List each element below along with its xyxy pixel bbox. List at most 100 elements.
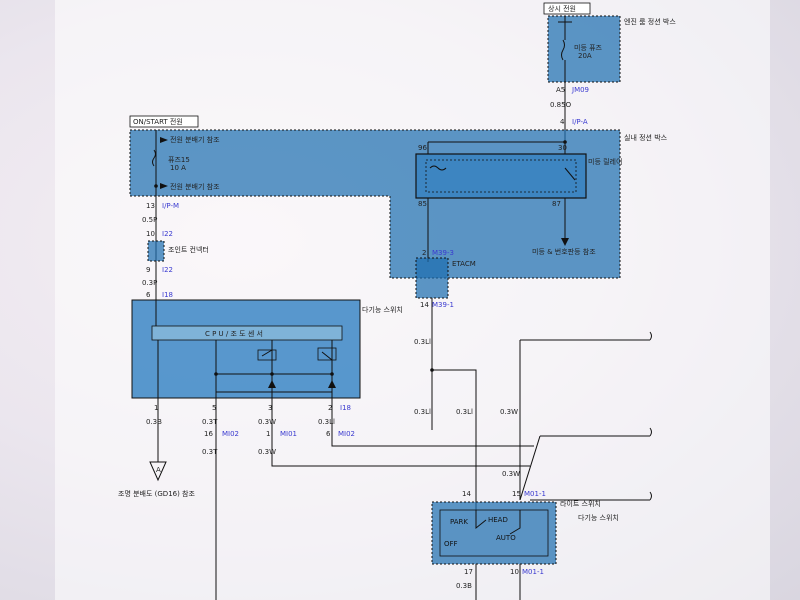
conn-m01b-label: M01-1 (522, 568, 544, 576)
etacm-label: ETACM (452, 260, 476, 268)
conn-mi02b-label: MI02 (338, 430, 355, 438)
pin-6-label: 6 (146, 291, 151, 299)
inpanel-top-ref: 전원 분배기 참조 (170, 135, 220, 144)
conn-i18b-label: I18 (340, 404, 351, 412)
ground-a-label: A (156, 466, 161, 474)
pin-17-label: 17 (464, 568, 473, 576)
etacm-box (415, 257, 449, 299)
pin-87-label: 87 (552, 200, 561, 208)
wire-03w-a-label: 0.3W (258, 418, 276, 426)
pin-16-label: 16 (204, 430, 213, 438)
mod-pin-3-label: 3 (268, 404, 272, 412)
mod-pin-5-label: 5 (212, 404, 216, 412)
conn-m39-1-label: M39-1 (432, 301, 454, 309)
light-switch-label: 라이트 스위치 (560, 499, 601, 508)
joint-connector (147, 240, 165, 262)
conn-m39-3-label: M39-3 (432, 249, 454, 257)
light-switch-box (431, 501, 557, 565)
module-internal-wires (157, 340, 333, 398)
pin-1b-label: 1 (266, 430, 270, 438)
switch-inner (439, 509, 549, 557)
tail-relay-inner (425, 159, 577, 193)
ground-ref-label: 조명 분배도 (GD16) 참조 (118, 489, 195, 498)
cpu-label: C P U / 조 도 센 서 (205, 329, 263, 338)
wire-03b-a-label: 0.3B (146, 418, 162, 426)
mod-pin-1-label: 1 (154, 404, 158, 412)
wire-03li-c-label: 0.3Ll (414, 408, 431, 416)
break-mark-2 (649, 427, 652, 437)
module-label: 다기능 스위치 (362, 305, 403, 314)
wire-03li-b (331, 398, 534, 447)
wire-03w-c-label: 0.3W (258, 448, 276, 456)
diode-2 (328, 380, 336, 388)
conn-mi02a-label: MI02 (222, 430, 239, 438)
inpanel-arrow-top (160, 137, 168, 143)
diode-1 (268, 380, 276, 388)
conn-ipm-label: I/P-M (162, 202, 179, 210)
break-mark-1 (649, 331, 652, 341)
lamp-ref-label: 미등 & 번호판등 참조 (532, 247, 596, 256)
head-label: HEAD (488, 516, 508, 524)
junction-dot (154, 184, 158, 188)
engine-fuse-box-label: 엔진 룸 정션 박스 (624, 17, 676, 26)
pin-14a-label: 14 (420, 301, 429, 309)
pin-30-label: 30 (558, 144, 567, 152)
fuse-15-label: 퓨즈15 (168, 156, 190, 164)
wire-03li-b-label: 0.3Ll (318, 418, 335, 426)
hot-on-start-tag (129, 115, 199, 128)
module-dot-3 (330, 372, 334, 376)
mod-pin-2-label: 2 (328, 404, 332, 412)
wire-03p-label: 0.3P (142, 279, 157, 287)
pin-96-label: 96 (418, 144, 427, 152)
conn-ipa-label: I/P-A (572, 118, 588, 126)
wire-03w-b-label: 0.3W (500, 408, 518, 416)
hot-always-label: 상시 전원 (548, 4, 576, 13)
wire-03w-a (271, 398, 530, 467)
switch-contacts (475, 510, 521, 535)
hot-on-start-label: ON/START 전원 (133, 117, 183, 126)
conn-i18-label: I18 (162, 291, 173, 299)
cpu-block (151, 325, 343, 341)
wire-03li-a-label: 0.3Ll (414, 338, 431, 346)
wire-diag (519, 435, 541, 501)
conn-jm09-label: JM09 (571, 86, 589, 94)
pin-4-label: 4 (560, 118, 565, 126)
transistor-2 (317, 347, 337, 361)
pin-15-label: 15 (512, 490, 521, 498)
wire-03li-c (432, 369, 477, 510)
relay-label: 미등 릴레이 (588, 157, 622, 166)
pin-85-label: 85 (418, 200, 427, 208)
conn-m01-label: M01-1 (524, 490, 546, 498)
pin-9-label: 9 (146, 266, 150, 274)
engine-fuse-box (547, 15, 621, 83)
pin-10-label: 10 (146, 230, 155, 238)
lamp-arrow (561, 238, 569, 246)
pin-13-label: 13 (146, 202, 155, 210)
auto-label: AUTO (496, 534, 516, 542)
module-internal-paths (216, 349, 333, 393)
fuse-defog-symbol (561, 16, 566, 82)
pin-2-label: 2 (422, 249, 426, 257)
module-dot-1 (214, 372, 218, 376)
pin-10b-label: 10 (510, 568, 519, 576)
inpanel-arrow-bottom (160, 183, 168, 189)
tail-relay-box (415, 153, 587, 199)
break-mark-3 (649, 491, 652, 501)
conn-mi01a-label: MI01 (280, 430, 297, 438)
wire-085o-label: 0.85O (550, 101, 572, 109)
switch-side-label: 다기능 스위치 (578, 513, 619, 522)
hot-always-tag (543, 2, 591, 15)
inpanel-bottom-ref: 전원 분배기 참조 (170, 182, 220, 191)
wire-03w-d-label: 0.3W (502, 470, 520, 478)
wire-03t-b-label: 0.3T (202, 448, 218, 456)
wire-03t-a-label: 0.3T (202, 418, 218, 426)
fuse-defog-amp: 20A (578, 52, 592, 60)
fuse-15-symbol (152, 149, 156, 167)
relay-contact (564, 167, 576, 181)
conn-a5-label: A5 (556, 86, 565, 94)
wire-05p-label: 0.5P (142, 216, 157, 224)
ground-symbol (149, 461, 167, 482)
relay-coil (429, 165, 447, 171)
off-label: OFF (444, 540, 458, 548)
